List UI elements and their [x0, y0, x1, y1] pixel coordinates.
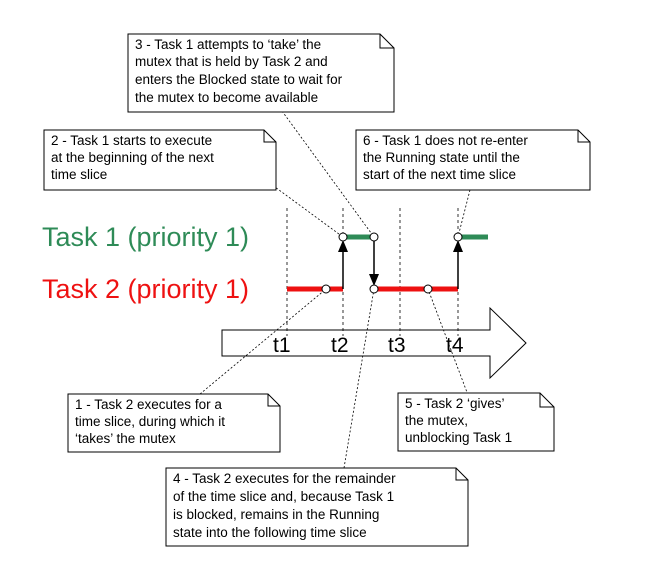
note-6-line-3: start of the next time slice	[363, 167, 516, 182]
note-6-line-1: 6 - Task 1 does not re-enter	[363, 133, 528, 148]
switch-arrow-t4	[453, 240, 463, 289]
callout-note-3: 3 - Task 1 attempts to ‘take’ the mutex …	[127, 33, 395, 113]
event-marker-block	[369, 232, 379, 242]
leader-note-1	[199, 288, 327, 395]
tick-label-t1: t1	[273, 334, 291, 357]
switch-arrow-block	[369, 237, 379, 286]
note-6-line-2: the Running state until the	[363, 150, 520, 165]
event-marker-give	[423, 284, 433, 294]
note-3-line-1: 3 - Task 1 attempts to ‘take’ the	[135, 37, 321, 52]
note-1-line-1: 1 - Task 2 executes for a	[75, 397, 222, 412]
leader-note-4	[343, 288, 375, 469]
event-marker-continue	[369, 284, 379, 294]
event-marker-start	[338, 232, 348, 242]
leader-note-6	[457, 189, 471, 238]
callout-note-1: 1 - Task 2 executes for a time slice, du…	[67, 393, 281, 453]
note-5-line-2: the mutex,	[405, 413, 468, 428]
task2-label: Task 2 (priority 1)	[42, 274, 249, 304]
note-2-line-3: time slice	[51, 167, 107, 182]
callout-note-2: 2 - Task 1 starts to execute at the begi…	[43, 129, 277, 191]
note-3-line-2: mutex that is held by Task 2 and	[135, 54, 328, 69]
tick-label-t4: t4	[446, 334, 464, 357]
callout-note-6: 6 - Task 1 does not re-enter the Running…	[355, 129, 591, 191]
time-axis-arrow	[221, 306, 527, 380]
note-3-line-3: enters the Blocked state to wait for	[135, 72, 343, 87]
switch-arrow-t2	[338, 240, 348, 289]
note-2-line-1: 2 - Task 1 starts to execute	[51, 133, 212, 148]
callout-note-4: 4 - Task 2 executes for the remainder of…	[165, 467, 469, 547]
note-4-line-2: of the time slice and, because Task 1	[173, 489, 394, 504]
event-marker-take	[321, 284, 331, 294]
tick-label-t3: t3	[388, 334, 406, 357]
note-4-line-4: state into the following time slice	[173, 525, 367, 540]
note-1-line-2: time slice, during which it	[75, 414, 225, 429]
note-5-line-1: 5 - Task 2 ‘gives’	[405, 396, 505, 411]
leader-note-5	[427, 288, 469, 396]
callout-note-5: 5 - Task 2 ‘gives’ the mutex, unblocking…	[397, 392, 555, 452]
note-1-line-3: ‘takes’ the mutex	[75, 431, 176, 446]
event-marker-resume	[453, 232, 463, 242]
note-4-line-1: 4 - Task 2 executes for the remainder	[173, 471, 396, 486]
tick-label-t2: t2	[331, 334, 349, 357]
note-5-line-3: unblocking Task 1	[405, 430, 512, 445]
note-4-line-3: is blocked, remains in the Running	[173, 507, 379, 522]
note-3-line-4: the mutex to become available	[135, 90, 318, 105]
task1-label: Task 1 (priority 1)	[42, 222, 249, 252]
note-2-line-2: at the beginning of the next	[51, 150, 214, 165]
